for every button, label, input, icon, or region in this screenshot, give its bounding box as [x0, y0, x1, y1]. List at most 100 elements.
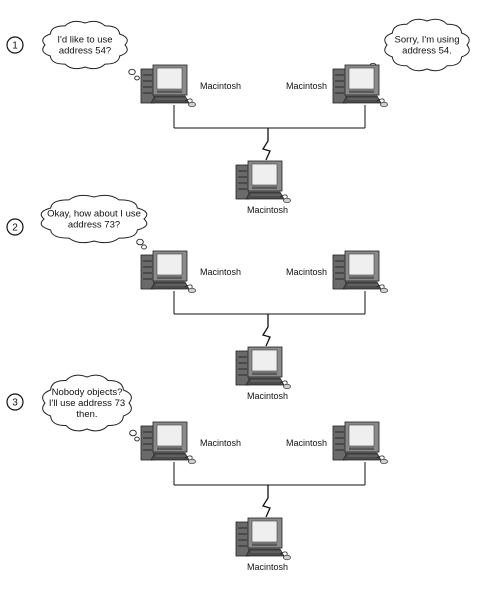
mouse — [380, 458, 388, 465]
mouse — [188, 101, 196, 108]
macintosh-computer-icon — [332, 421, 388, 465]
computer-label: Macintosh — [200, 438, 241, 448]
keyboard — [245, 548, 285, 557]
speech-bubble — [384, 18, 470, 72]
keyboard — [150, 452, 190, 461]
computer-label: Macintosh — [247, 562, 288, 572]
step-circle — [6, 218, 24, 236]
macintosh-computer-icon — [235, 346, 291, 390]
step-number: 1 — [12, 41, 18, 52]
computer-tower — [332, 68, 347, 104]
bubble-tail — [128, 68, 136, 76]
mouse — [188, 287, 196, 294]
macintosh-computer-icon — [140, 421, 196, 465]
speech-bubble — [42, 374, 132, 432]
monitor-screen — [156, 424, 183, 447]
step-number: 2 — [12, 223, 18, 234]
computer-label: Macintosh — [286, 81, 327, 91]
computer-label: Macintosh — [200, 267, 241, 277]
step-circle — [6, 393, 24, 411]
bubble-tail — [129, 429, 137, 437]
step-number: 3 — [12, 398, 18, 409]
mouse — [283, 554, 291, 561]
computer-label: Macintosh — [286, 438, 327, 448]
bubble-text: address 73? — [68, 220, 120, 231]
bubble-tail — [136, 238, 144, 246]
computer-tower — [235, 164, 250, 200]
bubble-text: then. — [76, 409, 97, 420]
computer-tower — [235, 521, 250, 557]
computer-tower — [332, 254, 347, 290]
computer-tower — [140, 425, 155, 461]
bubble-text: Okay, how about I use — [47, 209, 141, 220]
bubble-text: I'd like to use — [57, 35, 112, 46]
monitor-bezel — [157, 276, 182, 279]
computer-label: Macintosh — [286, 267, 327, 277]
computer-label: Macintosh — [247, 391, 288, 401]
monitor-screen — [251, 349, 278, 372]
keyboard — [150, 281, 190, 290]
monitor-bezel — [349, 276, 374, 279]
panel-step-3: 3 Nobody objects?I'll use address 73then.… — [6, 374, 388, 572]
monitor-screen — [251, 520, 278, 543]
bubble-text: address 54. — [402, 46, 452, 57]
monitor-screen — [156, 67, 183, 90]
keyboard — [245, 191, 285, 200]
macintosh-computer-icon — [140, 250, 196, 294]
mouse — [283, 383, 291, 390]
macintosh-computer-icon — [332, 64, 388, 108]
computer-label: Macintosh — [200, 81, 241, 91]
bubble-text: address 54? — [59, 46, 111, 57]
computer-tower — [140, 68, 155, 104]
keyboard — [342, 281, 382, 290]
serial-link — [261, 128, 271, 161]
step-circle — [6, 36, 24, 54]
bubble-text: Nobody objects? — [52, 387, 123, 398]
monitor-screen — [251, 163, 278, 186]
mouse — [380, 287, 388, 294]
monitor-bezel — [349, 90, 374, 93]
serial-link — [261, 314, 271, 347]
step-marker: 2 — [6, 218, 24, 236]
bubble-text: Sorry, I'm using — [395, 35, 460, 46]
step-marker: 1 — [6, 36, 24, 54]
monitor-screen — [348, 253, 375, 276]
computer-tower — [140, 254, 155, 290]
keyboard — [150, 95, 190, 104]
macintosh-computer-icon — [332, 250, 388, 294]
monitor-bezel — [252, 372, 277, 375]
mouse — [380, 101, 388, 108]
bubble-tail — [134, 436, 140, 442]
monitor-screen — [348, 67, 375, 90]
monitor-screen — [348, 424, 375, 447]
bubble-tail — [141, 244, 147, 250]
macintosh-computer-icon — [235, 517, 291, 561]
monitor-bezel — [252, 186, 277, 189]
keyboard — [342, 95, 382, 104]
monitor-bezel — [252, 543, 277, 546]
serial-link — [261, 485, 271, 518]
computer-label: Macintosh — [247, 205, 288, 215]
speech-bubble — [42, 20, 128, 70]
mouse — [188, 458, 196, 465]
bubble-tail — [134, 75, 140, 81]
mouse — [283, 197, 291, 204]
macintosh-computer-icon — [235, 160, 291, 204]
monitor-bezel — [157, 447, 182, 450]
speech-bubble — [40, 194, 148, 244]
keyboard — [342, 452, 382, 461]
bubble-text: I'll use address 73 — [49, 398, 125, 409]
monitor-bezel — [157, 90, 182, 93]
computer-tower — [235, 350, 250, 386]
computer-tower — [332, 425, 347, 461]
keyboard — [245, 377, 285, 386]
step-marker: 3 — [6, 393, 24, 411]
